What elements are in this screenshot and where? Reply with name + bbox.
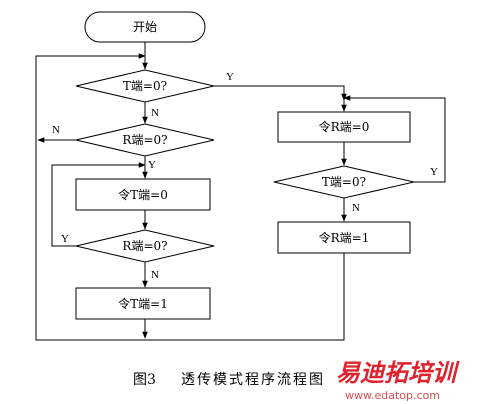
edge-t0a-yes <box>214 85 347 101</box>
watermark-brand: 易迪拓培训 <box>336 359 460 387</box>
figure-title: 透传模式程序流程图 <box>181 372 325 388</box>
r0b-no-label: N <box>151 269 159 281</box>
decision-t0-b-label: T端=0? <box>322 175 366 189</box>
edge-t0b-yes-loop <box>343 95 446 183</box>
edge-r0b-yes-loop <box>51 162 146 247</box>
process-set-t1-shape <box>75 287 211 320</box>
decision-r0-b-label: R端=0? <box>122 239 167 253</box>
decision-t0-a-label: T端=0? <box>123 79 167 93</box>
start-label: 开始 <box>133 20 157 34</box>
t0a-yes-label: Y <box>226 71 234 83</box>
t0b-yes-label: Y <box>430 166 438 178</box>
process-set-r0-shape <box>277 111 411 143</box>
r0a-yes-label: Y <box>148 159 156 171</box>
figure-number: 图3 <box>133 372 156 388</box>
process-set-r1-shape <box>277 221 411 254</box>
process-set-t0-shape <box>75 178 211 211</box>
process-set-r1-label: 令R端=1 <box>319 230 370 245</box>
watermark-url: www.edatop.com <box>345 389 440 402</box>
r0a-no-label: N <box>52 124 60 136</box>
t0a-no-label: N <box>151 107 159 119</box>
decision-r0-a-label: R端=0? <box>122 133 167 147</box>
process-set-r0-label: 令R端=0 <box>319 119 370 134</box>
process-set-t0-label: 令T端=0 <box>118 187 168 202</box>
process-set-t1-label: 令T端=1 <box>118 296 168 311</box>
edge-outer-return-loop <box>35 53 345 341</box>
t0b-no-label: N <box>352 202 360 214</box>
r0b-yes-label: Y <box>61 233 69 245</box>
